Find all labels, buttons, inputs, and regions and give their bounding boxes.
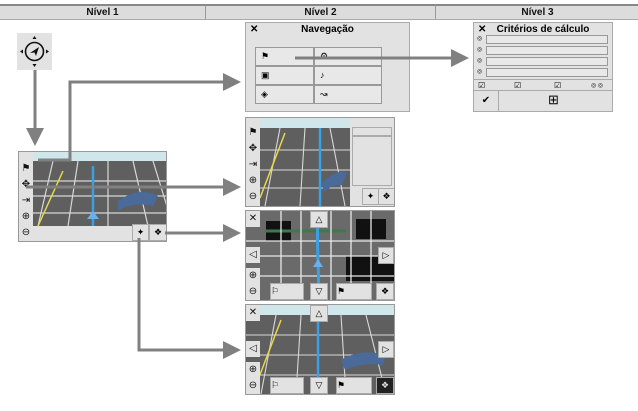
scroll-up-icon[interactable]: △ (310, 305, 328, 322)
navegacao-menu: ✕ Navegação ⚑ ⚙ ▣ ♪ ◈ ↝ (245, 22, 410, 112)
route-criteria-button[interactable]: ⚙ (314, 47, 382, 66)
scroll-left-icon[interactable]: ◁ (246, 341, 260, 357)
criterios-calculo-menu: ✕ Critérios de cálculo ◎ ◎ ◎ ◎ ☑ ☑ ☑ ◎ ◎… (473, 22, 613, 112)
destination-flag-icon[interactable]: ⚑ (248, 127, 258, 138)
set-destination-button[interactable]: ⚐ (270, 377, 304, 394)
destination-flag-icon[interactable]: ⚑ (21, 163, 31, 174)
route-button[interactable]: ↝ (314, 85, 382, 104)
level1-map-screen: ⚑ ✥ ⇥ ⊕ ⊖ ✦ ❖ (18, 151, 167, 242)
map-streets (33, 161, 166, 226)
scroll-up-icon[interactable]: △ (310, 211, 328, 228)
close-icon[interactable]: ✕ (250, 24, 259, 35)
navigation-compass-icon[interactable] (17, 33, 52, 70)
radio-icon[interactable]: ◎ (477, 47, 483, 53)
exit-icon[interactable]: ⇥ (21, 195, 31, 206)
criteria-option[interactable] (486, 68, 608, 77)
zoom-out-icon[interactable]: ⊖ (246, 284, 260, 300)
map-orientation-icon[interactable]: ❖ (378, 188, 394, 205)
scroll-right-icon[interactable]: ▷ (378, 341, 394, 358)
panel-title: Navegação (301, 24, 354, 35)
checkbox-icon[interactable]: ☑ (554, 81, 562, 90)
destination-flag-icon: ⚑ (261, 51, 270, 61)
level2-map-scroll-2d-screen: ✕ ◁ ⊕ ⊖ △ ▽ ▷ ⚐ ⚑ ❖ (245, 210, 395, 301)
zoom-out-icon[interactable]: ⊖ (21, 227, 31, 238)
arrow (137, 238, 241, 359)
scroll-left-icon[interactable]: ◁ (246, 247, 260, 263)
level2-map-scroll-3d-screen: ✕ ◁ ⊕ ⊖ △ ▽ ▷ ⚐ ⚑ ❖ (245, 304, 395, 395)
scroll-right-icon[interactable]: ▷ (378, 247, 394, 264)
close-icon[interactable]: ✕ (246, 305, 260, 321)
exit-icon[interactable]: ⇥ (248, 159, 258, 170)
route-icon: ↝ (320, 89, 328, 99)
zoom-in-icon[interactable]: ⊕ (248, 175, 258, 186)
map-scroll-icon[interactable]: ✦ (362, 188, 379, 205)
memory-icon: ▣ (261, 70, 270, 80)
map-orientation-icon[interactable]: ❖ (376, 377, 394, 394)
level2-map-options-screen: ✦ ❖ ⚑ ✥ ⇥ ⊕ ⊖ (245, 117, 395, 207)
destination-button[interactable]: ⚑ (255, 47, 314, 66)
confirm-button[interactable]: ✔ (474, 91, 499, 111)
radio-icon[interactable]: ◎ (477, 58, 483, 64)
zoom-out-icon[interactable]: ⊖ (248, 191, 258, 202)
scroll-down-icon[interactable]: ▽ (310, 283, 328, 300)
zoom-out-icon[interactable]: ⊖ (246, 378, 260, 394)
column-header-level-3: Nível 3 (435, 4, 638, 20)
close-icon[interactable]: ✕ (478, 24, 487, 35)
arrow (38, 73, 241, 162)
radio-pair-icon[interactable]: ◎ ◎ (591, 83, 604, 89)
map-orientation-icon[interactable]: ❖ (376, 283, 394, 300)
add-waypoint-button[interactable]: ⚑ (336, 377, 372, 394)
memory-button[interactable]: ▣ (255, 66, 314, 85)
radio-icon[interactable]: ◎ (477, 69, 483, 75)
left-toolbar: ⚑ ✥ ⇥ ⊕ ⊖ (19, 152, 33, 241)
column-header-level-2: Nível 2 (205, 4, 435, 20)
voice-guidance-icon: ♪ (320, 70, 325, 80)
grid-settings-icon[interactable]: ⊞ (548, 92, 559, 107)
poi-button[interactable]: ◈ (255, 85, 314, 104)
radio-icon[interactable]: ◎ (477, 36, 483, 42)
zoom-in-icon[interactable]: ⊕ (246, 268, 260, 284)
panel-title: Critérios de cálculo (496, 24, 590, 35)
criteria-option[interactable] (486, 57, 608, 66)
set-destination-button[interactable]: ⚐ (270, 283, 304, 300)
voice-guidance-button[interactable]: ♪ (314, 66, 382, 85)
checkbox-icon[interactable]: ☑ (514, 81, 522, 90)
criteria-option[interactable] (486, 35, 608, 44)
zoom-in-icon[interactable]: ⊕ (246, 362, 260, 378)
navigation-options-icon[interactable]: ✥ (21, 179, 31, 190)
poi-icon: ◈ (261, 89, 268, 99)
map-scroll-icon[interactable]: ✦ (132, 224, 149, 241)
route-criteria-icon: ⚙ (320, 51, 329, 61)
navigation-options-icon[interactable]: ✥ (248, 143, 258, 154)
zoom-in-icon[interactable]: ⊕ (21, 211, 31, 222)
close-icon[interactable]: ✕ (246, 211, 260, 227)
scroll-down-icon[interactable]: ▽ (310, 377, 328, 394)
checkbox-icon[interactable]: ☑ (478, 81, 486, 90)
map-orientation-icon[interactable]: ❖ (149, 224, 166, 241)
add-waypoint-button[interactable]: ⚑ (336, 283, 372, 300)
criteria-option[interactable] (486, 46, 608, 55)
column-header-level-1: Nível 1 (0, 4, 205, 20)
